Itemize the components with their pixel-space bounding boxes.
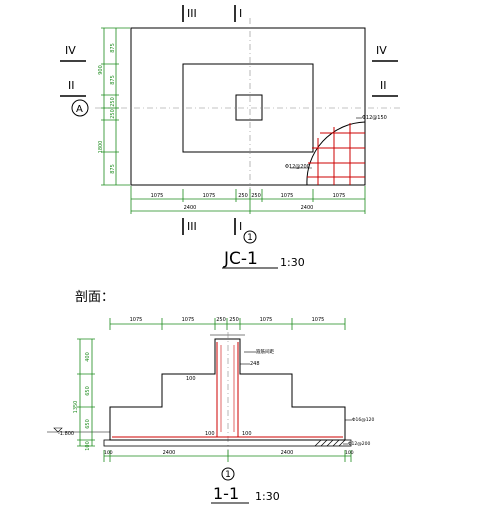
elevation-triangle (53, 427, 63, 433)
cut-label-left-mid: II (68, 79, 75, 92)
section-footing-outline (109, 338, 346, 441)
rebar-mid-label: Φ12@200 (285, 164, 310, 170)
section-top-dim-1: 1075 (130, 317, 143, 323)
section-top-dim-4: 250 (229, 317, 239, 323)
section-axis-marker-label: 1 (225, 470, 231, 480)
left-dim-4: 250 (110, 97, 116, 107)
cut-label-top-left: III (187, 7, 197, 20)
section-top-dim-6: 1075 (312, 317, 325, 323)
section-left-dim-4: 650 (85, 419, 91, 429)
section-top-dim-5: 1075 (260, 317, 273, 323)
plan-title: JC-1 (223, 249, 258, 269)
section-bottom-dimensions (103, 450, 352, 462)
plan-column (235, 94, 263, 121)
section-elevation: -1.800 (58, 431, 74, 437)
left-dim-2: 900 (98, 65, 104, 75)
section-blinding-layer (103, 439, 352, 447)
section-heading: 剖面： (75, 290, 114, 305)
cut-label-right-mid: II (380, 79, 387, 92)
left-dim-3: 875 (110, 75, 116, 85)
left-dim-5: 250 (110, 109, 116, 119)
plan-left-dimensions (101, 27, 130, 186)
cut-label-bottom-left: III (187, 220, 197, 233)
section-top-dimensions (109, 318, 346, 330)
axis-bubble-a-label: A (76, 104, 83, 115)
left-dim-6: 1800 (98, 141, 104, 154)
plan-view: Φ12@150 Φ12@200 III I III I IV II IV II … (60, 5, 400, 269)
bottom-dim-2: 1075 (203, 193, 216, 199)
section-label-hatch: 箍筋间距 (256, 348, 274, 355)
bottom-dim-4: 250 (251, 193, 261, 199)
axis-bubble-a (71, 99, 89, 117)
section-bottom-dim-4: 100 (345, 450, 354, 456)
section-label-100b: 100 (205, 431, 215, 437)
plan-scale: 1:30 (280, 256, 305, 269)
section-label-rebar2: Φ12@200 (348, 441, 370, 447)
section-left-dimensions (77, 338, 95, 447)
section-bottom-dim-3: 2400 (281, 450, 294, 456)
bottom-dim-total-1: 2400 (184, 205, 197, 211)
section-left-dim-1: 400 (85, 352, 91, 362)
bottom-dim-total-2: 2400 (301, 205, 314, 211)
section-label-248: 248 (250, 361, 260, 367)
rebar-cut-arc (306, 121, 366, 186)
section-title: 1-1 (213, 484, 239, 503)
bottom-dim-1: 1075 (151, 193, 164, 199)
section-axis-marker (221, 467, 235, 481)
cut-label-top-right: I (239, 7, 242, 20)
section-bottom-dim-2: 2400 (163, 450, 176, 456)
section-scale: 1:30 (255, 490, 280, 503)
bottom-dim-6: 1075 (333, 193, 346, 199)
left-dim-7: 875 (110, 164, 116, 174)
cut-label-right-top: IV (376, 44, 387, 57)
section-label-100a: 100 (186, 376, 196, 382)
plan-rebar-detail: Φ12@150 Φ12@200 (285, 115, 387, 186)
left-dim-1: 875 (110, 43, 116, 53)
section-column-rebar (215, 342, 240, 438)
plan-axis-marker-label: 1 (247, 233, 253, 243)
plan-outer-outline (130, 27, 366, 186)
plan-bottom-dimensions (130, 186, 366, 214)
section-label-100c: 100 (242, 431, 252, 437)
section-left-dim-5: 100 (85, 441, 91, 451)
section-left-dim-2: 650 (85, 386, 91, 396)
section-top-dim-3: 250 (216, 317, 226, 323)
plan-axis-marker (243, 230, 257, 244)
cut-label-left-top: IV (65, 44, 76, 57)
cut-label-bottom-right: I (239, 220, 242, 233)
section-top-dim-2: 1075 (182, 317, 195, 323)
section-bottom-dim-1: 100 (104, 450, 113, 456)
section-view: 剖面： 1075 1075 250 250 1075 1075 (47, 290, 374, 504)
section-left-dim-3: 1350 (73, 401, 79, 414)
rebar-top-label: Φ12@150 (362, 115, 387, 121)
section-label-rebar1: Φ16@120 (352, 417, 374, 423)
bottom-dim-3: 250 (238, 193, 248, 199)
section-soil-hatch (314, 439, 346, 447)
bottom-dim-5: 1075 (281, 193, 294, 199)
